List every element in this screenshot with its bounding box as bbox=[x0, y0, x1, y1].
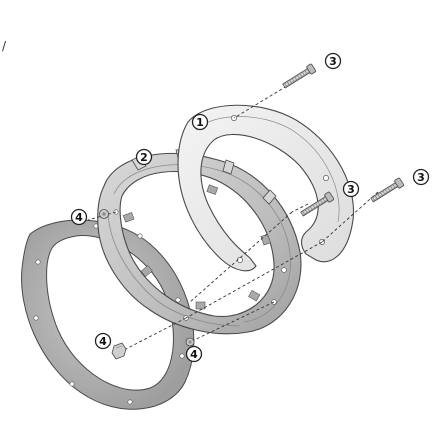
callout-3-right: 3 bbox=[412, 168, 430, 186]
small-insert-ring bbox=[99, 209, 109, 219]
callout-3-middle: 3 bbox=[342, 180, 360, 198]
assembly-lines bbox=[87, 71, 379, 351]
svg-text:3: 3 bbox=[347, 183, 355, 196]
small-insert-lower bbox=[185, 337, 195, 347]
svg-text:1: 1 bbox=[196, 116, 204, 129]
svg-text:4: 4 bbox=[99, 335, 107, 348]
svg-text:3: 3 bbox=[329, 55, 337, 68]
small-insert-loose bbox=[111, 342, 127, 360]
bolt-right bbox=[370, 177, 404, 203]
callout-3-top: 3 bbox=[324, 52, 342, 70]
svg-text:2: 2 bbox=[140, 151, 148, 164]
gasket-ring bbox=[21, 219, 195, 410]
callout-1: 1 bbox=[191, 113, 209, 131]
corner-mark: / bbox=[2, 39, 7, 53]
svg-text:4: 4 bbox=[190, 348, 198, 361]
svg-text:4: 4 bbox=[75, 211, 83, 224]
callout-4-lower-left: 4 bbox=[94, 332, 112, 350]
bolt-middle bbox=[300, 191, 334, 217]
base-ring bbox=[97, 148, 302, 335]
callout-4-upper: 4 bbox=[70, 208, 88, 226]
callout-4-lower-right: 4 bbox=[185, 345, 203, 363]
top-plate bbox=[177, 104, 354, 272]
callout-2: 2 bbox=[135, 148, 153, 166]
bolt-top bbox=[282, 63, 316, 89]
svg-text:3: 3 bbox=[417, 171, 425, 184]
